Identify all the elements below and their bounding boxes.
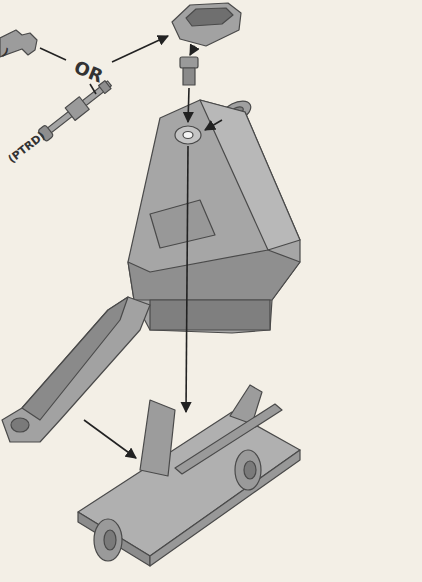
hull-body [128,100,300,333]
turret-shield [172,3,241,46]
ptrd-rifle [37,77,115,143]
chassis [78,385,300,566]
part-label: ) [1,46,11,58]
mount-pin [180,57,198,68]
option-word: OR [72,58,106,86]
part-label: (PTRD) [7,129,48,164]
side-panel [2,297,150,442]
assembly-arrows [40,36,222,458]
